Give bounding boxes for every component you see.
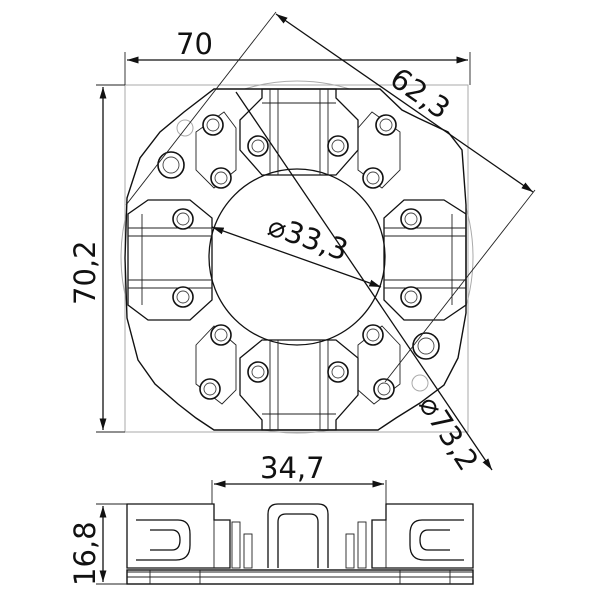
dim-height: 70,2 (68, 84, 125, 433)
right-clamp (383, 199, 467, 321)
plan-view: 70 70,2 62,3 ⌀33,3 ⌀73,2 (68, 11, 536, 477)
dim-width-label: 70 (176, 27, 213, 61)
dim-outer-circle-label: ⌀73,2 (412, 389, 485, 476)
dim-section-height: 16,8 (68, 503, 127, 586)
side-view: 34,7 16,8 (68, 451, 474, 586)
dim-section-width-label: 34,7 (260, 451, 325, 485)
bottom-clamp (239, 339, 359, 431)
dim-section-height-label: 16,8 (68, 521, 102, 586)
left-clamp (127, 199, 213, 321)
dim-section-width: 34,7 (211, 451, 387, 504)
dim-height-label: 70,2 (68, 240, 102, 305)
